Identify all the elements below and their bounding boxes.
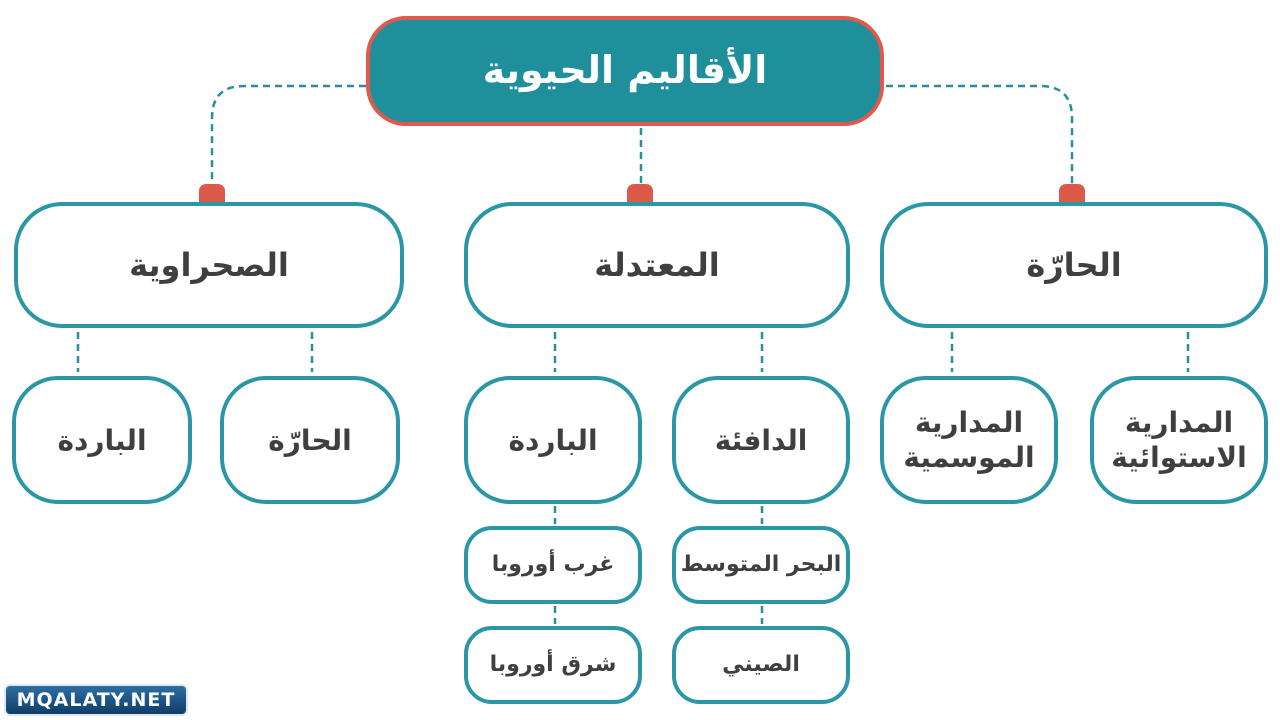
leaf-mediterranean-label: البحر المتوسط <box>680 552 842 578</box>
sub-monsoon: المدارية الموسمية <box>880 376 1058 504</box>
leaf-east-europe-label: شرق أوروبا <box>489 652 617 678</box>
watermark-text: MQALATY.NET <box>16 689 176 711</box>
sub-cold: الباردة <box>464 376 642 504</box>
connector-root-to-hot <box>886 84 1074 188</box>
leaf-east-europe: شرق أوروبا <box>464 626 642 704</box>
connector-root-to-desert <box>210 84 366 188</box>
category-temperate: المعتدلة <box>464 202 850 328</box>
sub-equatorial-label: المدارية الاستوائية <box>1111 406 1247 474</box>
leaf-chinese-label: الصيني <box>722 652 800 678</box>
root-label: الأقاليم الحيوية <box>482 48 768 93</box>
sub-desert-hot: الحارّة <box>220 376 400 504</box>
root-node: الأقاليم الحيوية <box>366 16 884 126</box>
leaf-west-europe-label: غرب أوروبا <box>491 552 615 578</box>
sub-equatorial: المدارية الاستوائية <box>1090 376 1268 504</box>
sub-warm: الدافئة <box>672 376 850 504</box>
leaf-west-europe: غرب أوروبا <box>464 526 642 604</box>
leaf-chinese: الصيني <box>672 626 850 704</box>
category-desert-label: الصحراوية <box>129 246 289 284</box>
sub-monsoon-label: المدارية الموسمية <box>903 406 1035 474</box>
sub-desert-cold-label: الباردة <box>57 423 147 457</box>
sub-desert-cold: الباردة <box>12 376 192 504</box>
leaf-mediterranean: البحر المتوسط <box>672 526 850 604</box>
sub-desert-hot-label: الحارّة <box>268 423 352 457</box>
category-desert: الصحراوية <box>14 202 404 328</box>
category-hot: الحارّة <box>880 202 1268 328</box>
category-hot-label: الحارّة <box>1026 246 1122 284</box>
watermark-badge: MQALATY.NET <box>4 684 188 716</box>
sub-cold-label: الباردة <box>508 423 598 457</box>
category-temperate-label: المعتدلة <box>594 246 720 284</box>
sub-warm-label: الدافئة <box>714 423 808 457</box>
